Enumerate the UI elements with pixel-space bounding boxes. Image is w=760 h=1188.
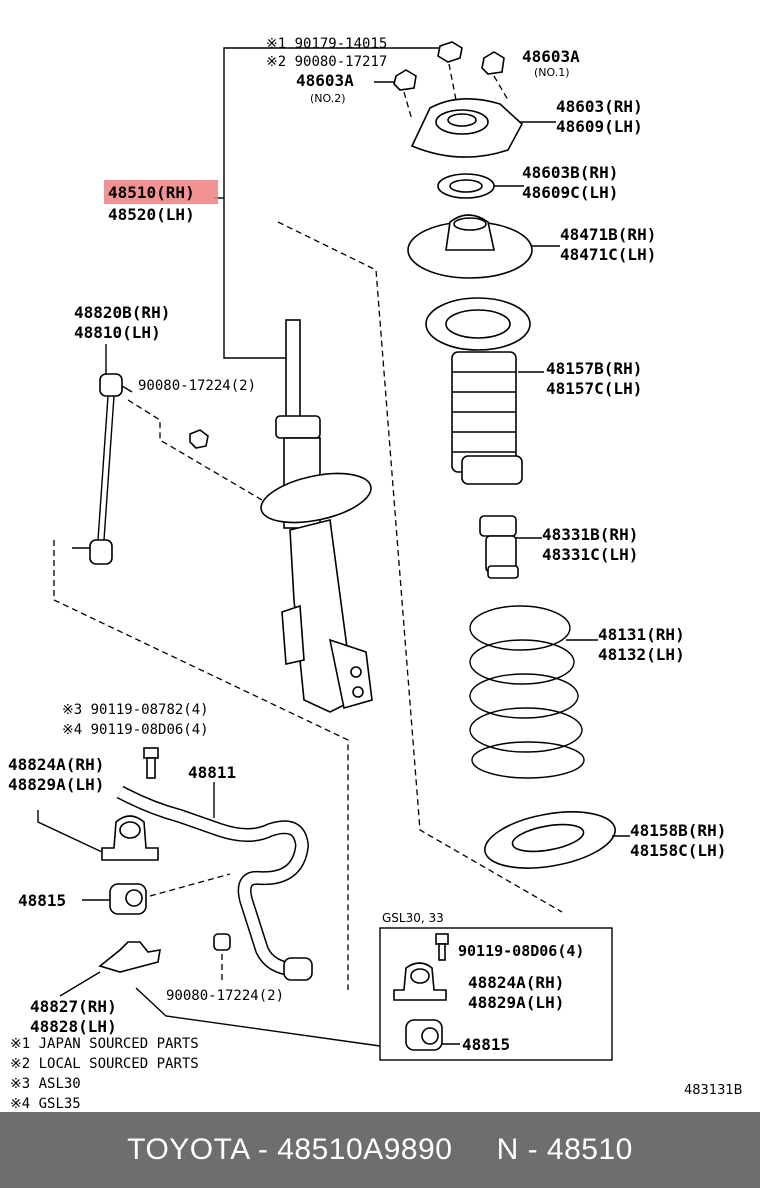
- bearing-icon: [437, 173, 495, 199]
- stabilizer-bar-icon: [116, 785, 310, 977]
- coil-spring-icon: [469, 605, 585, 779]
- note-1: ※1 JAPAN SOURCED PARTS: [10, 1036, 199, 1052]
- figure-id: 483131B: [684, 1083, 743, 1098]
- strut-body-icon: [260, 319, 373, 713]
- label-gsl-bolt: 90119-08D06(4): [458, 942, 584, 960]
- gsl-bracket-icon: [393, 962, 447, 1001]
- label-bushing: 48815: [18, 891, 66, 910]
- strut-guide-dash: [277, 221, 563, 913]
- label-seat-lh: 48471C(LH): [560, 245, 656, 264]
- label-lower-seat-lh: 48158C(LH): [630, 841, 726, 860]
- label-gsl-bracket-lh: 48829A(LH): [468, 993, 564, 1012]
- label-bolt4: ※4 90119-08D06(4): [62, 722, 209, 738]
- label-link-nut: 90080-17224(2): [138, 378, 256, 394]
- label-boot-rh: 48157B(RH): [546, 359, 642, 378]
- nut-no1-icon: [481, 51, 509, 101]
- lower-nut-icon: [213, 933, 231, 980]
- note-4: ※4 GSL35: [10, 1096, 81, 1112]
- bushing-icon: [109, 883, 147, 915]
- label-mount-rh: 48603(RH): [556, 97, 643, 116]
- bolt-icon: [143, 747, 159, 779]
- label-mount-lh: 48609(LH): [556, 117, 643, 136]
- gsl-bolt-icon: [435, 933, 449, 961]
- label-bumper-rh: 48331B(RH): [542, 525, 638, 544]
- gsl-bushing-icon: [405, 1019, 443, 1051]
- label-boot-lh: 48157C(LH): [546, 379, 642, 398]
- label-nut-a-note2: (NO.2): [310, 92, 346, 105]
- callout-c1-line1: ※1 90179-14015: [266, 36, 387, 52]
- link-guide-dash: [53, 540, 349, 990]
- label-plate-rh: 48827(RH): [30, 997, 117, 1016]
- label-bolt3: ※3 90119-08782(4): [62, 702, 209, 718]
- nut-no2-icon: [393, 69, 417, 121]
- parts-diagram: [37, 41, 630, 1061]
- label-lower-nut: 90080-17224(2): [166, 988, 284, 1004]
- label-nut-a-note1: (NO.1): [534, 66, 570, 79]
- clamp-plate-icon: [98, 941, 161, 973]
- note-2: ※2 LOCAL SOURCED PARTS: [10, 1056, 199, 1072]
- label-bearing-rh: 48603B(RH): [522, 163, 618, 182]
- label-gsl-bushing: 48815: [462, 1035, 510, 1054]
- part-number-footer: TOYOTA - 48510A9890 N - 48510: [0, 1112, 760, 1188]
- top-nut-icon: [437, 41, 463, 101]
- label-bracket-lh: 48829A(LH): [8, 775, 104, 794]
- label-nut-a2: 48603A: [296, 71, 354, 90]
- boot-icon: [425, 297, 531, 485]
- strut-mount-icon: [410, 98, 524, 158]
- footer-text: TOYOTA - 48510A9890 N - 48510: [127, 1133, 633, 1166]
- label-plate-lh: 48828(LH): [30, 1017, 117, 1036]
- strut-leader: [223, 47, 440, 359]
- label-spring-lh: 48132(LH): [598, 645, 685, 664]
- note-3: ※3 ASL30: [10, 1076, 81, 1092]
- label-bracket-rh: 48824A(RH): [8, 755, 104, 774]
- label-nut-a: 48603A: [522, 47, 580, 66]
- label-spring-rh: 48131(RH): [598, 625, 685, 644]
- callout-c1-line2: ※2 90080-17217: [266, 54, 387, 70]
- strut-highlight: [104, 180, 218, 204]
- label-seat-rh: 48471B(RH): [560, 225, 656, 244]
- label-stab-bar: 48811: [188, 763, 236, 782]
- stabilizer-link-icon: [72, 373, 133, 565]
- label-link-lh: 48810(LH): [74, 323, 161, 342]
- link-nut-icon: [189, 429, 209, 449]
- label-lower-seat-rh: 48158B(RH): [630, 821, 726, 840]
- bar-end-bushing-icon: [283, 957, 313, 981]
- label-gsl-bracket-rh: 48824A(RH): [468, 973, 564, 992]
- gsl-leader: [135, 987, 381, 1047]
- bracket-icon: [101, 815, 159, 861]
- bumper-icon: [479, 515, 519, 579]
- label-link-rh: 48820B(RH): [74, 303, 170, 322]
- label-strut-rh: 48510(RH): [108, 183, 195, 202]
- label-gsl-title: GSL30, 33: [382, 911, 444, 925]
- label-bumper-lh: 48331C(LH): [542, 545, 638, 564]
- labels-layer: ※1 90179-14015 ※2 90080-17217 48603A (NO…: [8, 36, 743, 1112]
- upper-seat-icon: [407, 214, 533, 279]
- lower-seat-icon: [484, 811, 616, 869]
- gsl-box: [379, 927, 613, 1061]
- label-strut-lh: 48520(LH): [108, 205, 195, 224]
- label-bearing-lh: 48609C(LH): [522, 183, 618, 202]
